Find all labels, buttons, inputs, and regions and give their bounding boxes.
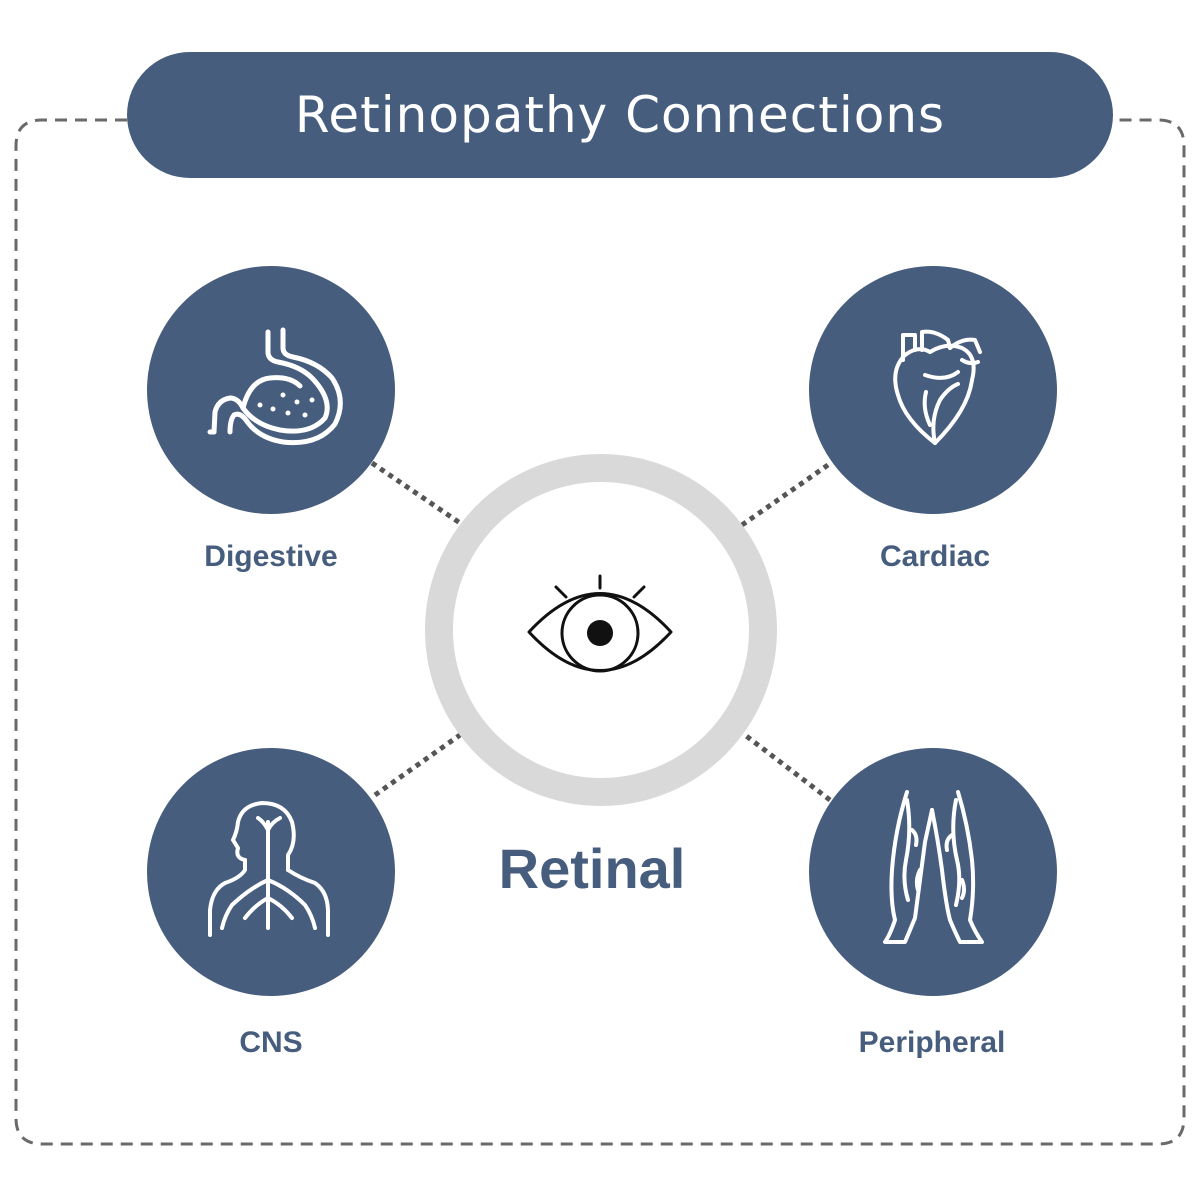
eye-icon [527, 574, 673, 673]
node-label-digestive: Digestive [204, 540, 338, 573]
connector-cardiac [740, 462, 830, 528]
node-label-cardiac: Cardiac [879, 540, 991, 573]
center-label: Retinal [498, 837, 686, 900]
connector-digestive [370, 460, 462, 526]
dashed-frame [14, 118, 1186, 1146]
node-label-peripheral: Peripheral [858, 1026, 1006, 1059]
node-label-cns: CNS [239, 1026, 303, 1059]
connector-peripheral [743, 733, 832, 802]
node-circle-peripheral [809, 748, 1057, 996]
title-banner: Retinopathy Connections [127, 52, 1113, 178]
nervous-system-icon [208, 801, 330, 937]
diagram-title: Retinopathy Connections [294, 86, 946, 144]
legs-veins-icon [883, 790, 984, 944]
stomach-icon [207, 327, 343, 446]
heart-icon [893, 329, 982, 445]
node-circle-cns [147, 748, 395, 996]
connector-cns [373, 732, 462, 798]
node-circle-cardiac [809, 266, 1057, 514]
node-circle-digestive [147, 266, 395, 514]
